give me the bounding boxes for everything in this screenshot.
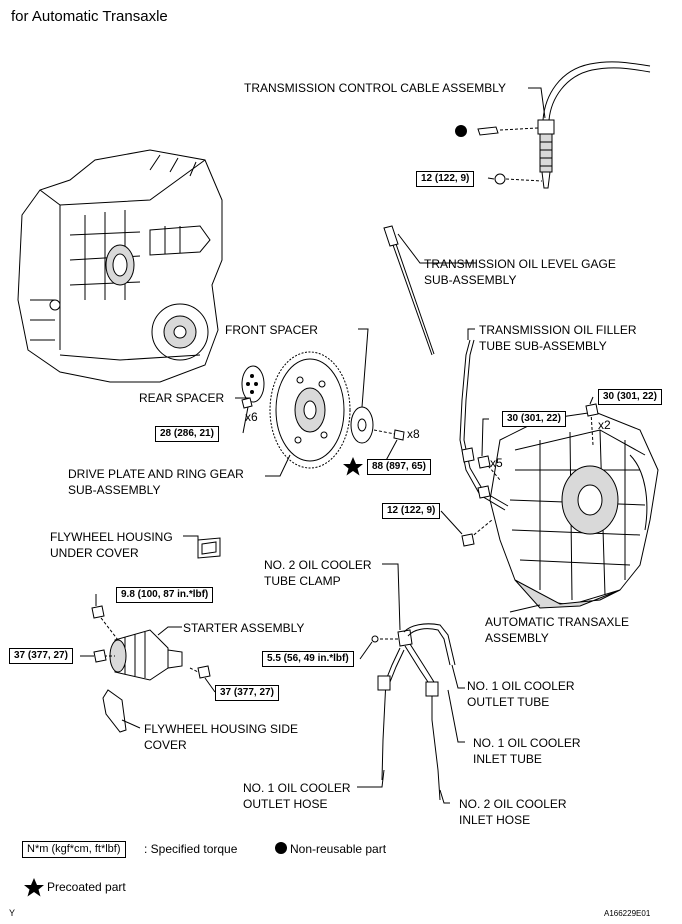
legend-torque-desc: : Specified torque	[144, 842, 238, 856]
label-rear-spacer: REAR SPACER	[139, 391, 225, 405]
legend-precoated-star-icon	[24, 878, 44, 897]
label-filler-line2: TUBE SUB-ASSEMBLY	[479, 339, 607, 353]
torque-clamp: 5.5 (56, 49 in.*lbf)	[262, 651, 354, 667]
cooler-tubes-illustration	[371, 623, 456, 801]
multiplier-x5: x5	[490, 456, 503, 470]
corner-mark: Y	[9, 908, 16, 918]
legend-nonreusable: Non-reusable part	[290, 842, 387, 856]
label-clamp-line1: NO. 2 OIL COOLER	[264, 558, 372, 572]
front-spacer-illustration	[350, 406, 405, 444]
label-outlet-tube-line1: NO. 1 OIL COOLER	[467, 679, 575, 693]
legend-precoated: Precoated part	[47, 880, 126, 894]
label-drive-line2: SUB-ASSEMBLY	[68, 483, 161, 497]
label-control-cable: TRANSMISSION CONTROL CABLE ASSEMBLY	[244, 81, 507, 95]
gage-illustration	[383, 225, 435, 356]
label-clamp-line2: TUBE CLAMP	[264, 574, 341, 588]
torque-trans-top-left: 30 (301, 22)	[502, 411, 566, 427]
fh-under-cover-illustration	[197, 537, 221, 559]
multiplier-x6: x6	[245, 410, 258, 424]
fh-side-cover-illustration	[102, 689, 127, 733]
multiplier-x8: x8	[407, 427, 420, 441]
label-starter: STARTER ASSEMBLY	[183, 621, 305, 635]
torque-trans-top-right: 30 (301, 22)	[598, 389, 662, 405]
drive-plate-illustration	[269, 351, 351, 469]
label-outlet-hose-line2: OUTLET HOSE	[243, 797, 328, 811]
leader-lines	[80, 87, 594, 804]
torque-drive-plate-rear: 28 (286, 21)	[155, 426, 219, 442]
transaxle-illustration	[489, 411, 659, 609]
label-transaxle-line1: AUTOMATIC TRANSAXLE	[485, 615, 630, 629]
legend-torque-box: N*m (kgf*cm, ft*lbf)	[22, 841, 126, 858]
label-front-spacer: FRONT SPACER	[225, 323, 318, 337]
torque-starter-bottom: 37 (377, 27)	[215, 685, 279, 701]
multiplier-x2: x2	[598, 418, 611, 432]
label-fh-side-line1: FLYWHEEL HOUSING SIDE	[144, 722, 299, 736]
label-inlet-hose-line2: INLET HOSE	[459, 813, 531, 827]
label-inlet-tube-line2: INLET TUBE	[473, 752, 542, 766]
starter-illustration	[91, 605, 211, 681]
label-outlet-hose-line1: NO. 1 OIL COOLER	[243, 781, 351, 795]
filler-tube-illustration	[459, 339, 509, 511]
legend-nonreusable-icon	[275, 842, 287, 854]
rear-spacer-illustration	[241, 365, 265, 409]
engine-illustration	[17, 149, 223, 383]
label-outlet-tube-line2: OUTLET TUBE	[467, 695, 550, 709]
label-fh-side-line2: COVER	[144, 738, 187, 752]
diagram-heading: for Automatic Transaxle	[11, 8, 168, 25]
precoated-star-icon	[343, 457, 363, 476]
nonreusable-marker	[455, 125, 467, 137]
torque-starter-left: 37 (377, 27)	[9, 648, 73, 664]
torque-starter-top: 9.8 (100, 87 in.*lbf)	[116, 587, 214, 603]
label-filler-line1: TRANSMISSION OIL FILLER	[479, 323, 637, 337]
label-gage-line1: TRANSMISSION OIL LEVEL GAGE	[424, 257, 616, 271]
label-transaxle-line2: ASSEMBLY	[485, 631, 549, 645]
label-drive-line1: DRIVE PLATE AND RING GEAR	[68, 467, 244, 481]
torque-drive-plate-front: 88 (897, 65)	[367, 459, 431, 475]
label-fh-under-line1: FLYWHEEL HOUSING	[50, 530, 173, 544]
label-gage-line2: SUB-ASSEMBLY	[424, 273, 517, 287]
figure-id: A166229E01	[604, 909, 651, 918]
torque-cable: 12 (122, 9)	[416, 171, 475, 187]
label-inlet-hose-line1: NO. 2 OIL COOLER	[459, 797, 567, 811]
label-inlet-tube-line1: NO. 1 OIL COOLER	[473, 736, 581, 750]
control-cable-illustration	[477, 61, 651, 189]
label-fh-under-line2: UNDER COVER	[50, 546, 139, 560]
torque-trans-side: 12 (122, 9)	[382, 503, 441, 519]
